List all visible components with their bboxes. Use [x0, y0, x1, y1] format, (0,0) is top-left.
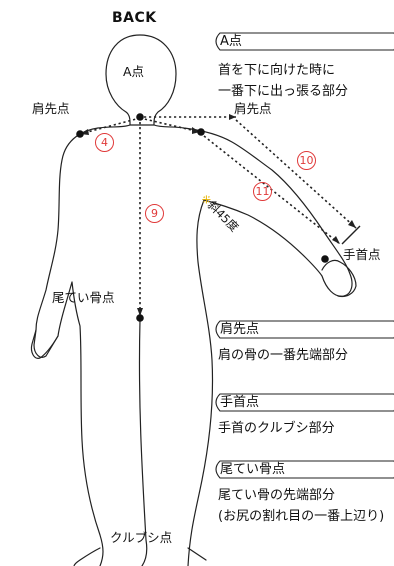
legend-title-shoulder: 肩先点: [220, 322, 260, 337]
label-shoulder-left: 肩先点: [32, 101, 70, 116]
label-wrist: 手首点: [343, 247, 381, 262]
leg-divider: [138, 319, 148, 566]
line-11: [203, 135, 341, 245]
callout-frame-shoulder: [215, 320, 394, 339]
wrist-tick: [341, 225, 361, 245]
legend-desc-a-point-2: 一番下に出っ張る部分: [218, 84, 349, 99]
label-shoulder-right: 肩先点: [234, 101, 272, 116]
legend-desc-tailbone-2: (お尻の割れ目の一番上辺り): [218, 509, 385, 524]
dot-wrist: [321, 255, 329, 263]
legend-title-tailbone: 尾てい骨点: [220, 462, 286, 477]
foot-right: [187, 547, 207, 561]
callout-frame-tailbone: [215, 460, 394, 479]
label-tailbone: 尾てい骨点: [52, 290, 115, 305]
legend-desc-a-point-1: 首を下に向けた時に: [218, 63, 336, 78]
measure-10-badge: 10: [297, 151, 316, 170]
measure-9-badge: 9: [145, 204, 164, 223]
arrow-wrist-11: [332, 236, 340, 244]
line-4b: [139, 117, 201, 133]
line-10: [235, 119, 357, 229]
dot-tailbone: [136, 314, 144, 322]
label-crease: クルブシ点: [110, 530, 173, 545]
dot-a-point: [136, 113, 144, 121]
legend-desc-shoulder: 肩の骨の一番先端部分: [218, 348, 349, 363]
measure-11-badge: 11: [253, 182, 272, 201]
arrow-top-right: [229, 114, 236, 120]
callout-frame-wrist: [215, 393, 394, 412]
hand-right: [321, 259, 357, 298]
body-outline-right: [153, 124, 353, 566]
legend-title-a-point: A点: [220, 34, 242, 49]
line-4: [79, 117, 141, 135]
hand-left: [30, 329, 59, 359]
measure-4-badge: 4: [95, 133, 114, 152]
label-a-point: A点: [123, 64, 145, 79]
legend-title-wrist: 手首点: [220, 395, 260, 410]
view-title: BACK: [112, 10, 157, 26]
foot-left: [73, 547, 101, 566]
legend-desc-tailbone-1: 尾てい骨の先端部分: [218, 488, 336, 503]
head-outline: [105, 34, 177, 126]
legend-desc-wrist: 手首のクルブシ部分: [218, 421, 335, 436]
dot-shoulder-left: [76, 130, 84, 138]
callout-frame-a: [215, 32, 394, 51]
dot-shoulder-right: [197, 128, 205, 136]
arrow-wrist-10: [348, 220, 356, 228]
arrow-tailbone: [137, 308, 143, 316]
body-outline-left: [33, 124, 131, 566]
